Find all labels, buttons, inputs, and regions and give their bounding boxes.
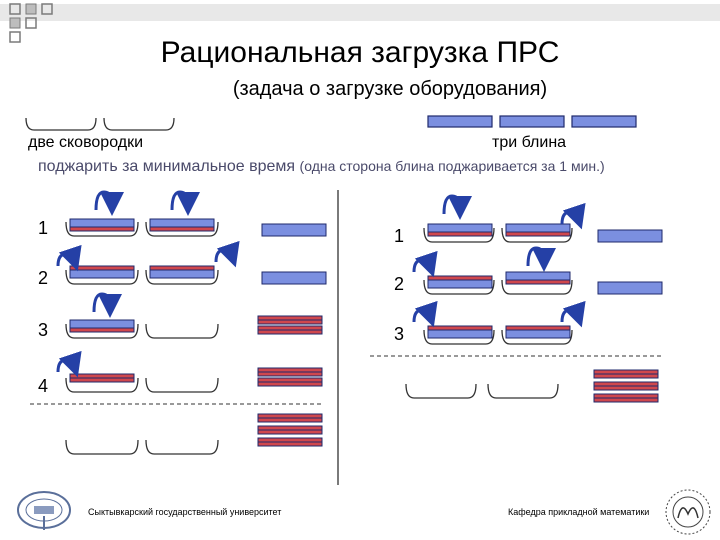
flip-arrow-icon (560, 300, 586, 328)
flip-arrow-icon (214, 240, 240, 268)
left-final (65, 413, 323, 455)
page-title: Рациональная загрузка ПРС (160, 36, 560, 69)
flip-arrow-icon (412, 250, 438, 278)
left-row-3 (65, 292, 323, 339)
left-step-label-4: 4 (38, 376, 49, 396)
right-step-label-1: 1 (394, 226, 405, 246)
right-scheme (370, 194, 663, 403)
flip-arrow-icon (526, 246, 556, 272)
flip-arrow-icon (56, 350, 82, 378)
left-row-1 (65, 190, 327, 237)
right-row-1 (423, 194, 663, 243)
task-main: поджарить за минимальное время (38, 158, 296, 175)
left-row-2 (56, 240, 327, 285)
legend-pancakes (427, 115, 637, 128)
left-step-label-3: 3 (38, 320, 49, 340)
university-seal-icon (17, 491, 71, 530)
flip-arrow-icon (412, 300, 438, 328)
left-step-label-1: 1 (38, 218, 49, 238)
left-step-label-2: 2 (38, 268, 49, 288)
flip-arrow-icon (442, 194, 472, 220)
pans-label: две сковородки (28, 134, 144, 151)
header-decoration (0, 3, 720, 43)
page-subtitle: (задача о загрузке оборудования) (232, 78, 548, 100)
pancakes-label: три блина (492, 134, 567, 151)
math-department-emblem-icon (665, 489, 711, 535)
left-scheme (30, 190, 327, 455)
task-line: поджарить за минимальное время (одна сто… (38, 158, 605, 176)
flip-arrow-icon (170, 190, 200, 216)
flip-arrow-icon (94, 190, 124, 216)
footer-university: Сыктывкарский государственный университе… (88, 507, 282, 517)
right-row-2 (412, 246, 663, 295)
right-final (405, 369, 659, 403)
footer-department: Кафедра прикладной математики (508, 507, 650, 517)
task-note: (одна сторона блина поджаривается за 1 м… (299, 158, 605, 174)
right-step-label-3: 3 (394, 324, 405, 344)
flip-arrow-icon (56, 244, 82, 272)
legend-pans (25, 117, 175, 131)
right-step-label-2: 2 (394, 274, 405, 294)
flip-arrow-icon (560, 202, 586, 230)
right-row-3 (412, 300, 586, 345)
left-row-4 (56, 350, 323, 393)
flip-arrow-icon (92, 292, 122, 318)
